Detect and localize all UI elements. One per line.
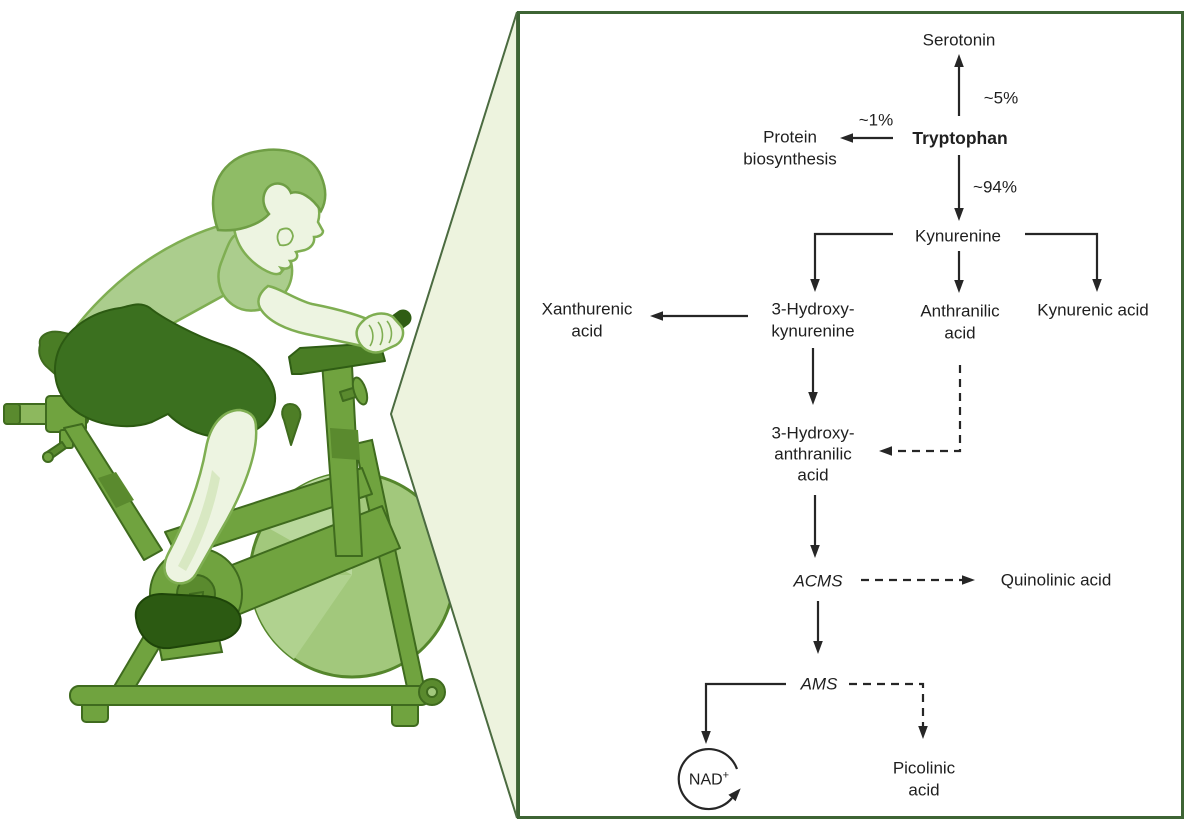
arrow-kynurenine-to-anthranilic (954, 251, 964, 293)
rider-shoe (134, 592, 242, 650)
label-percent-kynurenine: ~94% (973, 177, 1017, 197)
arrow-ams-to-nad (701, 682, 786, 744)
arrow-acms-to-ams (813, 601, 823, 654)
node-protein-biosynthesis-line1: Protein (763, 127, 817, 147)
node-hydroxyanthranilic-line3: acid (797, 465, 829, 485)
node-picolinic-line1: Picolinic (892, 758, 956, 778)
arrow-hydroxykynurenine-to-hydroxyanthranilic (808, 348, 818, 405)
arrow-tryptophan-to-kynurenine (954, 155, 964, 221)
node-acms: ACMS (793, 571, 843, 591)
nad-cycle-arrow (677, 747, 741, 811)
node-quinolinic-acid: Quinolinic acid (1000, 570, 1112, 590)
label-percent-serotonin: ~5% (983, 88, 1019, 108)
rider-fingers (368, 320, 393, 347)
rider-hand (355, 312, 405, 354)
node-kynurenine: Kynurenine (914, 226, 1002, 246)
arrow-kynurenine-to-hydroxykynurenine (810, 232, 893, 292)
node-hydroxykynurenine-line1: 3-Hydroxy- (771, 299, 855, 319)
bike-seat-assembly (3, 330, 163, 561)
kynurenine-pathway-panel: Serotonin ~5% Tryptophan ~1% Protein bio… (517, 11, 1184, 819)
arrow-hydroxykynurenine-to-xanthurenic (650, 311, 748, 321)
node-tryptophan: Tryptophan (912, 128, 1008, 149)
rider-hair (211, 148, 327, 232)
node-kynurenic-acid: Kynurenic acid (1037, 300, 1149, 320)
node-ams: AMS (800, 674, 838, 694)
rider-boy (54, 148, 405, 650)
node-hydroxykynurenine-line2: kynurenine (771, 321, 855, 341)
arrow-hydroxyanthranilic-to-acms (810, 495, 820, 558)
node-anthranilic-line2: acid (944, 323, 976, 343)
node-xanthurenic-line1: Xanthurenic (541, 299, 633, 319)
node-protein-biosynthesis-line2: biosynthesis (743, 149, 837, 169)
arrow-acms-to-quinolinic-dashed (861, 575, 975, 585)
label-percent-protein: ~1% (858, 110, 894, 130)
arrow-tryptophan-to-protein (840, 133, 893, 143)
rider-leg-shading (178, 470, 220, 571)
arrow-anthranilic-to-hydroxyanthranilic-dashed (879, 365, 962, 456)
arrow-kynurenine-to-kynurenic (1025, 232, 1102, 292)
arrow-ams-to-picolinic-dashed (849, 682, 928, 739)
node-hydroxyanthranilic-line1: 3-Hydroxy- (771, 423, 855, 443)
node-nad: NAD+ (688, 769, 730, 789)
arrow-tryptophan-to-serotonin (954, 54, 964, 116)
node-xanthurenic-line2: acid (571, 321, 603, 341)
node-picolinic-line2: acid (908, 780, 940, 800)
node-serotonin: Serotonin (922, 30, 996, 50)
pathway-arrows (650, 54, 1102, 811)
rider-ear (276, 227, 294, 247)
node-hydroxyanthranilic-line2: anthranilic (774, 444, 852, 464)
node-anthranilic-line1: Anthranilic (920, 301, 1000, 321)
bike-base (69, 678, 446, 727)
